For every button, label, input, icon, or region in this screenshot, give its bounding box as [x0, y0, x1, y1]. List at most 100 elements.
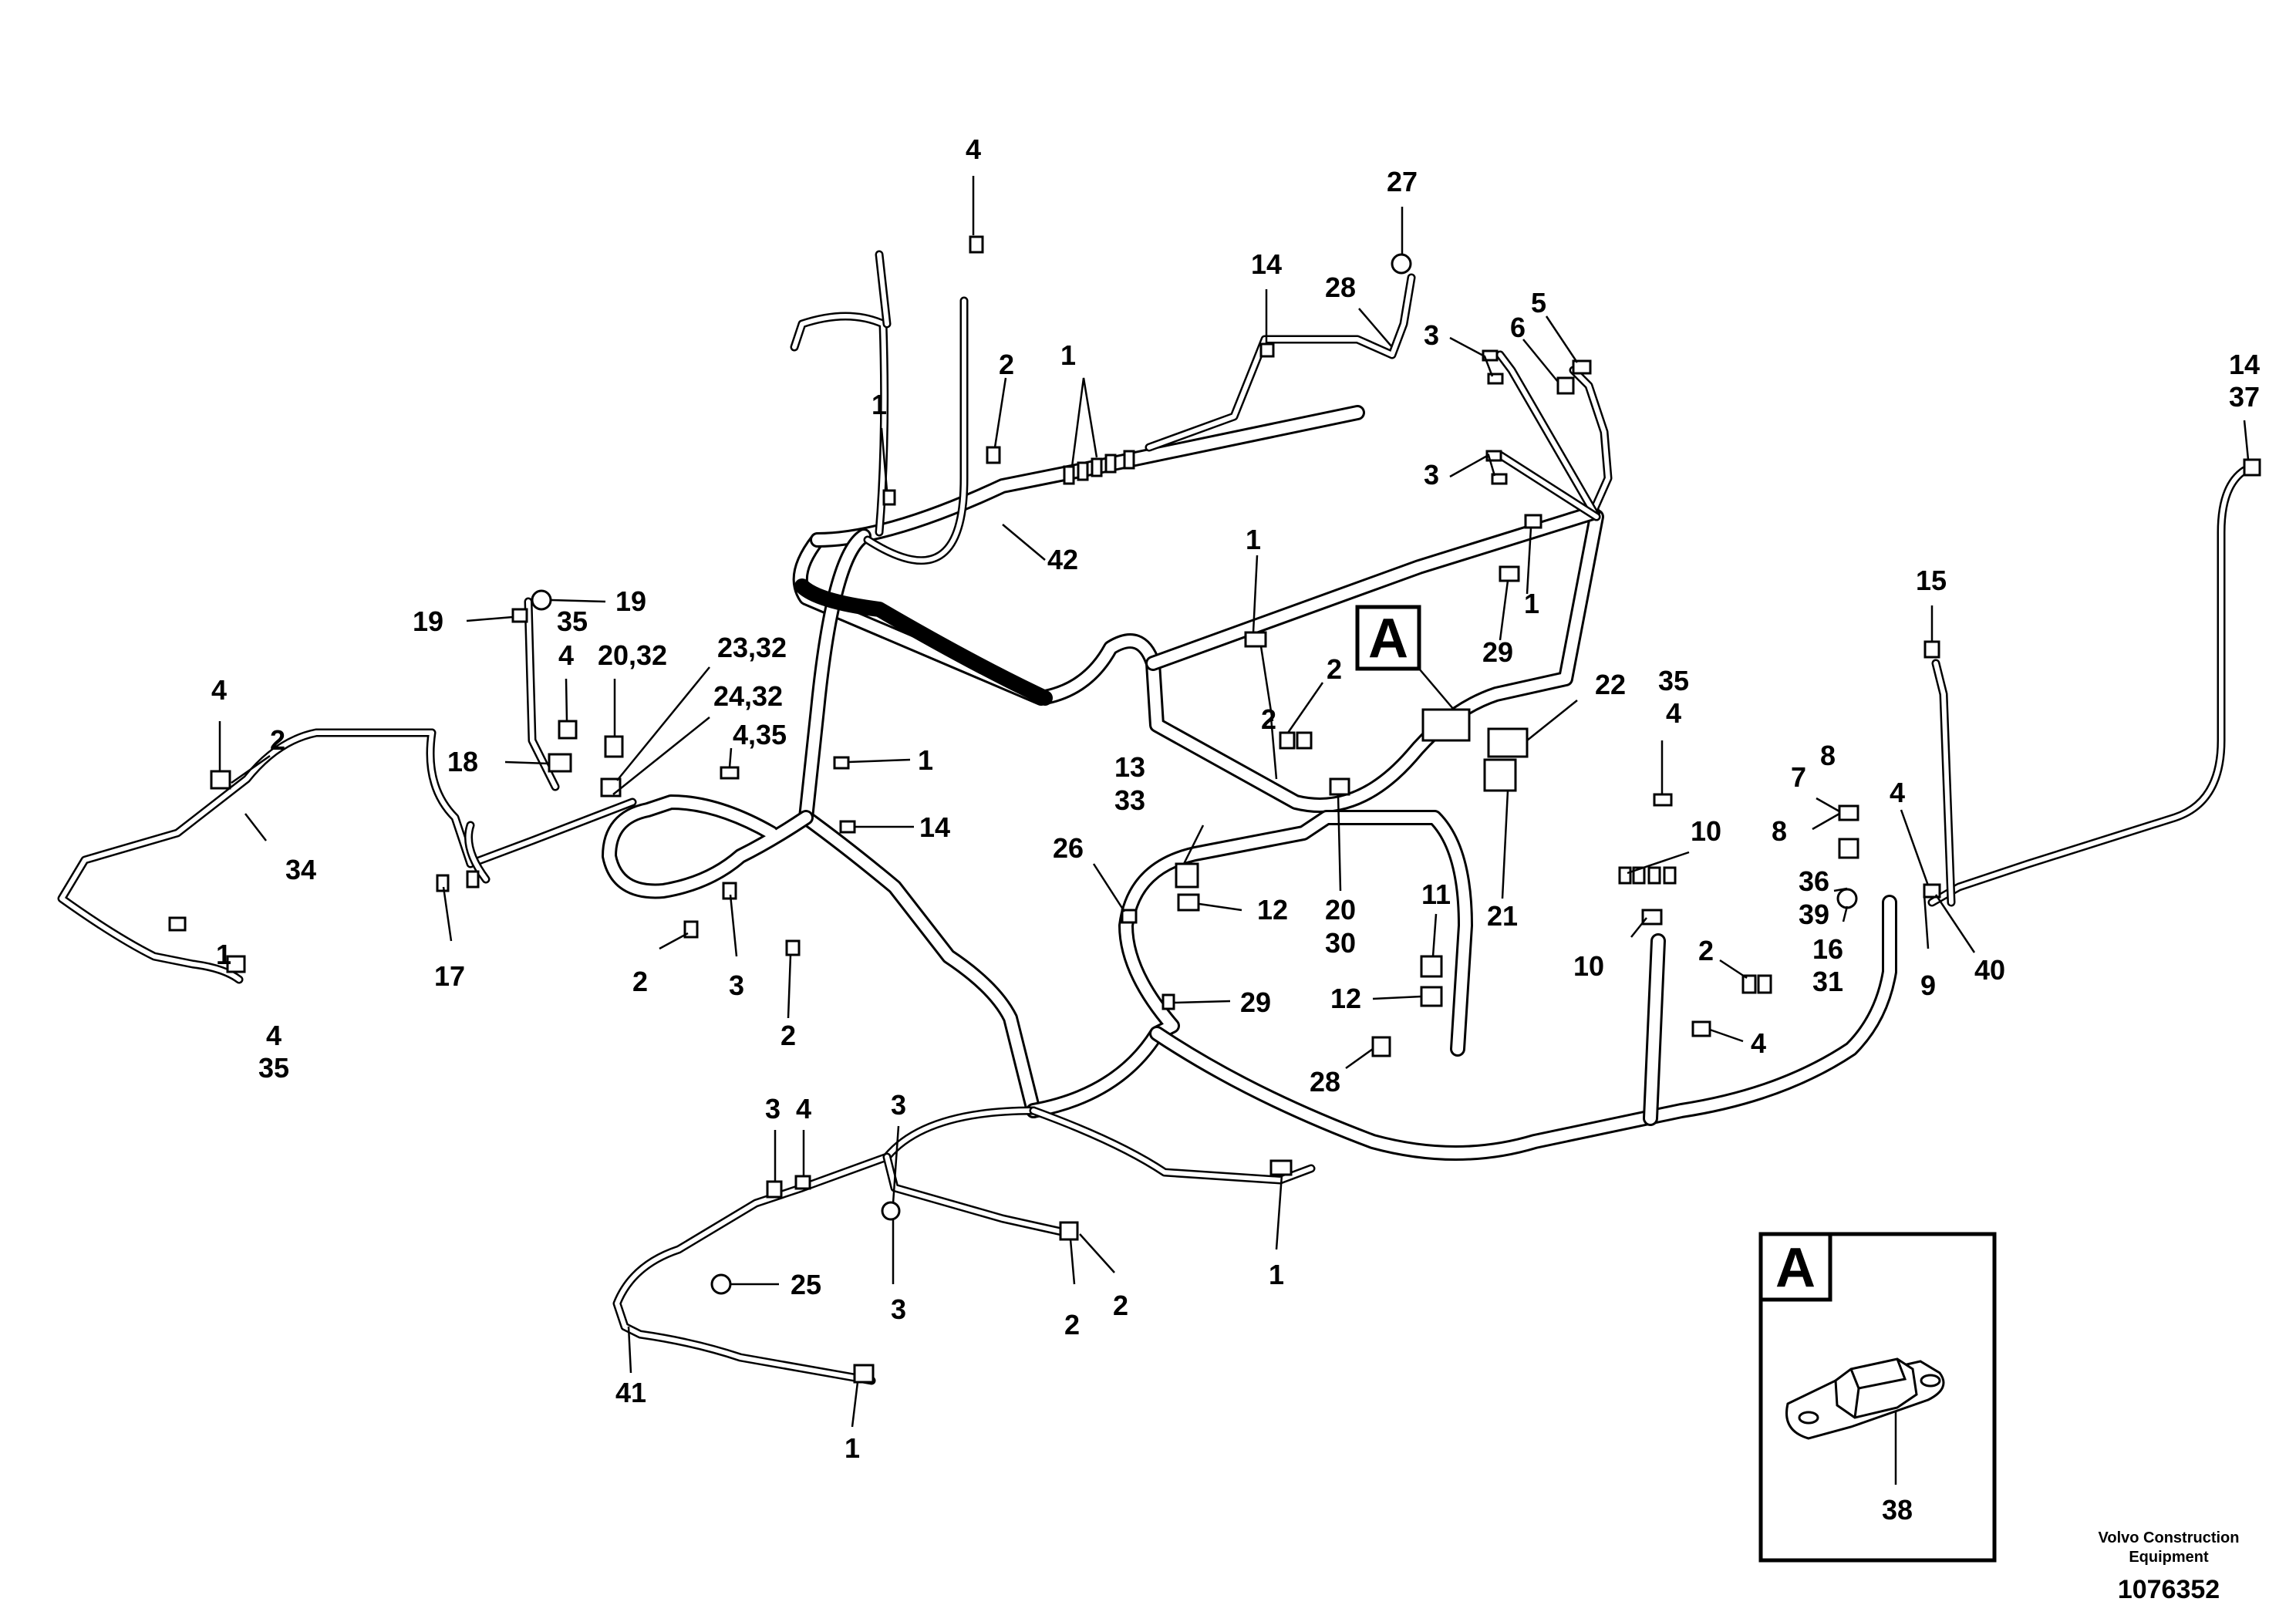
footer: Volvo Construction Equipment 1076352	[2099, 1529, 2240, 1604]
connector-14-top	[1259, 342, 1275, 358]
label-1: 1	[1524, 588, 1539, 619]
label-37: 37	[2229, 381, 2260, 413]
connector-17b	[466, 870, 480, 889]
connector-1-f	[1269, 1159, 1293, 1176]
connector-2-g2	[1757, 974, 1772, 994]
connector-1-c	[1244, 631, 1267, 648]
connector-2-g1	[1741, 974, 1757, 994]
label-23-32: 23,32	[717, 632, 787, 663]
label-4: 4	[966, 133, 981, 165]
connector-14-c	[839, 820, 856, 834]
connector-1-cluster5	[1123, 450, 1135, 470]
label-36: 36	[1799, 865, 1829, 897]
connector-19-left	[511, 608, 528, 623]
harness-main	[602, 405, 1897, 1161]
connector-3-e	[881, 1201, 901, 1221]
label-13: 13	[1114, 751, 1145, 783]
label-2: 2	[632, 966, 648, 997]
label-3: 3	[891, 1293, 906, 1325]
label-31: 31	[1812, 966, 1843, 997]
label-1: 1	[845, 1432, 860, 1464]
label-22: 22	[1595, 669, 1626, 700]
connector-8a	[1838, 804, 1859, 821]
label-35: 35	[1658, 665, 1689, 696]
connector-10a2	[1632, 866, 1646, 885]
connector-20-30	[1329, 777, 1350, 796]
label-29: 29	[1240, 986, 1271, 1018]
connector-1-e	[833, 756, 850, 770]
connector-12a	[1177, 893, 1200, 912]
connector-2-top	[986, 446, 1001, 464]
inset-title: A	[1775, 1237, 1816, 1299]
label-12: 12	[1257, 894, 1288, 926]
connector-2-h	[1059, 1221, 1079, 1241]
label-29: 29	[1482, 636, 1513, 668]
label-19: 19	[615, 585, 646, 617]
drawing-number: 1076352	[2118, 1575, 2220, 1604]
connector-26	[1121, 909, 1138, 924]
label-40: 40	[1974, 954, 2005, 986]
connector-29	[1499, 565, 1520, 582]
label-1: 1	[918, 744, 933, 776]
label-1: 1	[872, 389, 887, 420]
label-19: 19	[413, 605, 443, 637]
label-8: 8	[1820, 740, 1836, 771]
connector-2-c1	[1279, 731, 1296, 750]
label-16: 16	[1812, 933, 1843, 965]
connector-4-f	[1691, 1020, 1711, 1037]
connector-25	[710, 1273, 732, 1295]
label-4: 4	[1751, 1027, 1766, 1059]
inset-part-label: 38	[1882, 1494, 1913, 1526]
connector-1-h	[853, 1364, 875, 1384]
connector-28b	[1371, 1036, 1391, 1057]
label-15: 15	[1916, 565, 1947, 596]
connector-13-33	[1175, 862, 1199, 889]
connector-1-d	[1524, 514, 1542, 529]
label-7: 7	[1791, 761, 1806, 793]
label-4: 4	[211, 674, 227, 706]
connector-1-cluster1	[1063, 465, 1075, 485]
connector-10a3	[1647, 866, 1661, 885]
label-28: 28	[1325, 271, 1356, 303]
detail-a-unit	[1421, 708, 1471, 742]
connector-10a1	[1618, 866, 1632, 885]
label-24-32: 24,32	[713, 680, 783, 712]
label-2: 2	[999, 349, 1014, 380]
label-41: 41	[615, 1377, 646, 1408]
label-3: 3	[891, 1089, 906, 1121]
connector-1-left	[168, 916, 187, 932]
label-14: 14	[2229, 349, 2260, 380]
connector-5	[1572, 359, 1592, 375]
label-20: 20	[1325, 894, 1356, 926]
connector-29b	[1161, 993, 1175, 1010]
connector-1-cluster3	[1091, 457, 1103, 477]
label-10: 10	[1691, 815, 1721, 847]
label-6: 6	[1510, 312, 1526, 343]
detail-a-letter: A	[1368, 608, 1408, 669]
connector-12b	[1420, 986, 1443, 1007]
connector-8b	[1838, 838, 1859, 859]
brand-line-2: Equipment	[2129, 1549, 2209, 1566]
label-3: 3	[1424, 459, 1439, 491]
label-1: 1	[1246, 524, 1261, 555]
label-2: 2	[1327, 653, 1342, 685]
label-4: 4	[266, 1020, 282, 1051]
part-labels: 4 27 14 28 5 6 3 1 2 1 14 37 3 42 1 1 29…	[211, 133, 2260, 1464]
label-12: 12	[1330, 983, 1361, 1014]
connector-4-35-left	[226, 955, 246, 973]
label-26: 26	[1053, 832, 1084, 864]
label-2: 2	[1698, 935, 1714, 966]
label-34: 34	[285, 854, 316, 885]
connector-22	[1487, 727, 1529, 758]
connector-35-4	[1653, 793, 1673, 807]
label-4: 4	[558, 639, 574, 671]
label-35: 35	[258, 1052, 289, 1084]
leader-lines	[218, 176, 2250, 1428]
connector-6	[1556, 376, 1575, 395]
label-20-32: 20,32	[598, 639, 667, 671]
label-4-35: 4,35	[733, 719, 787, 750]
connector-4-35	[558, 720, 578, 740]
connector-18	[548, 753, 572, 773]
connector-10b	[1641, 909, 1663, 926]
